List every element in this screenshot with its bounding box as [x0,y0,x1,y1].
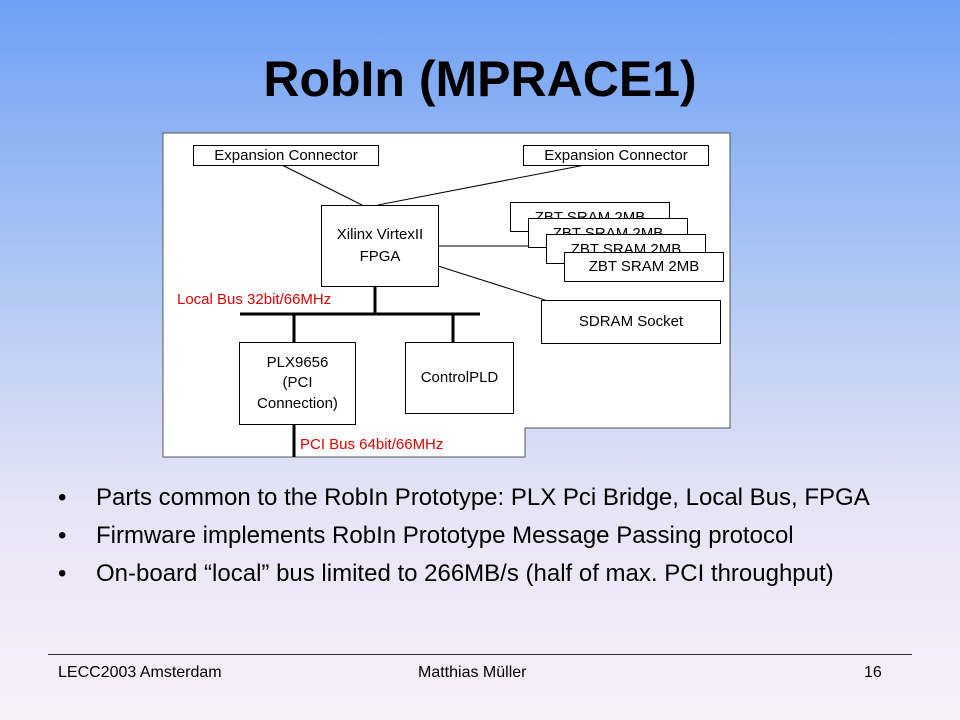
sdram-label: SDRAM Socket [578,313,684,331]
footer-right: 16 [864,664,882,681]
bullet-list: Parts common to the RobIn Prototype: PLX… [58,484,908,598]
sdram-socket: SDRAM Socket [541,300,721,344]
bullet-item: Firmware implements RobIn Prototype Mess… [58,522,908,550]
local-bus-label: Local Bus 32bit/66MHz [177,291,332,308]
plx-box: PLX9656 (PCI Connection) [239,342,356,425]
zbt-sram-4: ZBT SRAM 2MB [564,252,724,282]
plx-line-3: Connection) [257,394,338,412]
slide-title: RobIn (MPRACE1) [263,51,697,107]
controlpld-label: ControlPLD [420,369,499,387]
footer-center: Matthias Müller [418,664,527,681]
line-expl-fpga [281,164,363,206]
footer-divider [48,654,912,655]
bullet-item: On-board “local” bus limited to 266MB/s … [58,560,908,588]
fpga-line-2: FPGA [359,248,401,265]
pci-bus-label: PCI Bus 64bit/66MHz [300,436,444,453]
expansion-connector-left: Expansion Connector [193,145,379,166]
expansion-connector-right: Expansion Connector [523,145,709,166]
zbt-label-4: ZBT SRAM 2MB [588,258,700,276]
line-expr-fpga [377,164,586,206]
expansion-left-label: Expansion Connector [214,146,358,164]
bullet-text-3: On-board “local” bus limited to 266MB/s … [96,560,834,587]
plx-line-2: (PCI [282,374,313,392]
bullet-text-1: Parts common to the RobIn Prototype: PLX… [96,484,870,511]
controlpld-box: ControlPLD [405,342,514,414]
expansion-right-label: Expansion Connector [544,146,688,164]
footer-left: LECC2003 Amsterdam [58,664,222,681]
fpga-box: Xilinx VirtexII FPGA [321,205,439,287]
plx-line-1: PLX9656 [266,354,329,372]
line-fpga-sdram [437,265,546,301]
bullet-text-2: Firmware implements RobIn Prototype Mess… [96,522,794,549]
fpga-line-1: Xilinx VirtexII [336,226,424,244]
bullet-item: Parts common to the RobIn Prototype: PLX… [58,484,908,512]
